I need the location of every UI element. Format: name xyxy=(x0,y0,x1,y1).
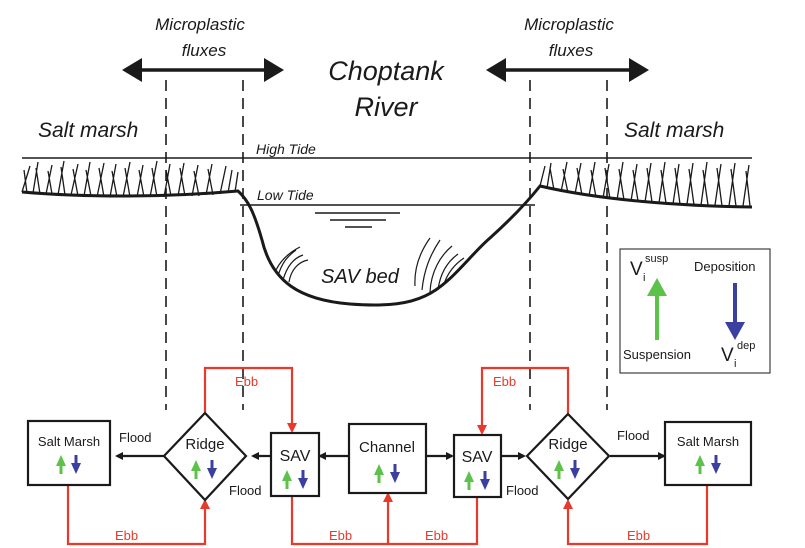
sav-grass xyxy=(275,237,465,293)
node-sav-right: SAV xyxy=(452,433,503,499)
river-title-line1: Choptank xyxy=(328,56,445,86)
microplastic-fluxes-left-line2: fluxes xyxy=(182,41,227,60)
legend-deposition-arrow xyxy=(725,283,745,340)
node-salt-marsh-right-label: Salt Marsh xyxy=(677,434,739,449)
microplastic-fluxes-right-line2: fluxes xyxy=(549,41,594,60)
sav-left-flux-arrows xyxy=(282,470,308,489)
node-salt-marsh-right: Salt Marsh xyxy=(663,420,753,487)
marsh-grass-left xyxy=(21,160,239,198)
legend-v-susp-symbol: V xyxy=(630,259,643,280)
legend-deposition-label: Deposition xyxy=(694,259,755,274)
ebb-label-bottom-3: Ebb xyxy=(425,528,448,543)
water-surface-symbol xyxy=(315,212,400,228)
legend-v-susp-superscript: susp xyxy=(645,253,668,265)
flood-label-left-top: Flood xyxy=(119,430,152,445)
marsh-grass-right xyxy=(539,161,751,207)
legend-v-dep-symbol: V xyxy=(721,345,734,366)
ebb-label-bottom-2: Ebb xyxy=(329,528,352,543)
node-salt-marsh-left-label: Salt Marsh xyxy=(38,434,100,449)
salt-marsh-left-label: Salt marsh xyxy=(38,119,138,142)
node-sav-right-label: SAV xyxy=(462,449,493,466)
node-sav-left-label: SAV xyxy=(280,448,311,465)
flood-label-right-top: Flood xyxy=(617,428,650,443)
legend: V i susp Suspension Deposition V i dep xyxy=(619,248,771,374)
ridge-left-flux-arrows xyxy=(191,460,217,479)
node-channel-label: Channel xyxy=(359,439,415,456)
zone-divider-lines xyxy=(165,80,608,410)
legend-suspension-label: Suspension xyxy=(623,347,691,362)
salt-marsh-left-flux-arrows xyxy=(56,455,81,474)
node-sav-left: SAV xyxy=(269,431,321,498)
node-ridge-right: Ridge xyxy=(525,412,611,501)
legend-v-dep-superscript: dep xyxy=(737,340,755,352)
ebb-label-bottom-4: Ebb xyxy=(627,528,650,543)
channel-flux-arrows xyxy=(374,464,400,483)
flux-arrow-right xyxy=(486,58,649,82)
high-tide-label: High Tide xyxy=(256,141,316,157)
ebb-label-bottom-1: Ebb xyxy=(115,528,138,543)
ridge-right-flux-arrows xyxy=(554,460,580,479)
node-ridge-left: Ridge xyxy=(162,411,248,502)
ebb-label-top-left: Ebb xyxy=(235,374,258,389)
sav-right-flux-arrows xyxy=(464,471,490,490)
flux-arrow-left xyxy=(122,58,284,82)
ebb-flow-paths xyxy=(66,366,709,546)
microplastic-fluxes-left-line1: Microplastic xyxy=(155,15,245,34)
node-ridge-right-label: Ridge xyxy=(548,436,587,453)
flood-label-right-bottom: Flood xyxy=(506,483,539,498)
sav-bed-label: SAV bed xyxy=(321,266,400,288)
node-channel: Channel xyxy=(347,422,428,495)
legend-suspension-arrow xyxy=(647,278,667,340)
low-tide-label: Low Tide xyxy=(257,187,314,203)
node-ridge-left-label: Ridge xyxy=(185,436,224,453)
legend-v-susp-subscript: i xyxy=(643,272,645,284)
legend-v-dep-subscript: i xyxy=(734,358,736,370)
salt-marsh-right-flux-arrows xyxy=(695,455,721,474)
ground-profile xyxy=(21,184,753,307)
node-flux-arrows xyxy=(56,455,721,490)
river-title-line2: River xyxy=(354,92,418,122)
ebb-label-top-right: Ebb xyxy=(493,374,516,389)
microplastic-fluxes-right-line1: Microplastic xyxy=(524,15,614,34)
flood-label-left-bottom: Flood xyxy=(229,483,262,498)
node-salt-marsh-left: Salt Marsh xyxy=(26,419,112,487)
salt-marsh-right-label: Salt marsh xyxy=(624,119,724,142)
